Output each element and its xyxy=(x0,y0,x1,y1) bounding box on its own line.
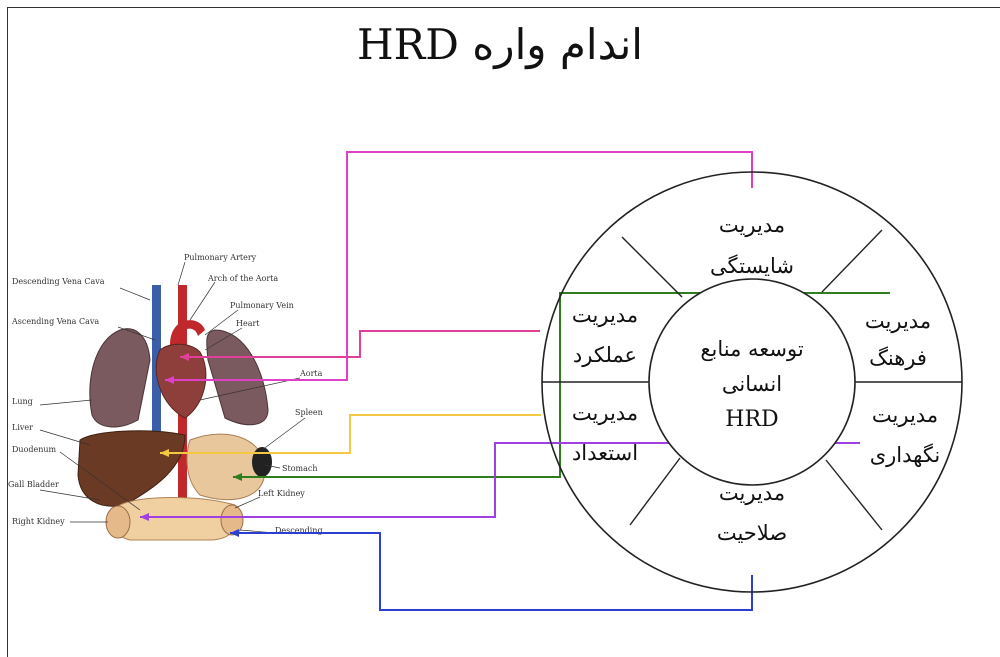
center-line-3: HRD xyxy=(725,407,778,432)
connector-performance xyxy=(180,330,540,358)
segment-talent-line-1: مدیریت xyxy=(572,401,638,426)
segment-performance-line-2: عملکرد xyxy=(573,343,637,368)
label-left-kidney: Left Kidney xyxy=(258,489,305,498)
hrd-wheel: توسعه منابع انسانی HRD مدیریت شایستگی مد… xyxy=(541,171,963,593)
spleen-shape xyxy=(252,447,272,477)
label-pulmonary-vein: Pulmonary Vein xyxy=(230,301,294,310)
anatomy-illustration: Descending Vena Cava Pulmonary Artery Ar… xyxy=(8,253,323,541)
center-line-1: توسعه منابع xyxy=(700,337,804,362)
label-spleen: Spleen xyxy=(295,408,323,417)
segment-qualification-line-2: صلاحیت xyxy=(717,521,787,545)
center-line-2: انسانی xyxy=(722,372,782,396)
label-stomach: Stomach xyxy=(282,464,318,473)
segment-retention-line-1: مدیریت xyxy=(872,403,938,428)
liver-shape xyxy=(77,430,186,507)
connector-competency xyxy=(165,151,753,381)
segment-retention-line-2: نگهداری xyxy=(870,443,941,468)
segment-competency-line-1: مدیریت xyxy=(719,213,785,238)
stomach-shape xyxy=(186,433,266,501)
segment-competency-line-2: شایستگی xyxy=(710,254,794,278)
label-arch-aorta: Arch of the Aorta xyxy=(207,274,278,283)
aortic-arch-shape xyxy=(170,320,205,345)
segment-qualification-line-1: مدیریت xyxy=(719,481,785,506)
label-lung: Lung xyxy=(12,397,33,406)
heart-shape xyxy=(155,343,207,419)
segment-culture-line-2: فرهنگ xyxy=(869,346,927,371)
label-right-kidney: Right Kidney xyxy=(12,517,65,526)
label-aorta: Aorta xyxy=(299,369,323,378)
label-ascending-vena-cava: Ascending Vena Cava xyxy=(11,317,99,326)
segment-talent-line-2: استعداد xyxy=(572,441,638,465)
label-heart: Heart xyxy=(236,319,260,328)
connector-qualification xyxy=(230,532,753,611)
segment-performance-line-1: مدیریت xyxy=(572,303,638,328)
connector-talent xyxy=(160,414,541,454)
segment-culture-line-1: مدیریت xyxy=(865,309,931,334)
right-kidney-shape xyxy=(105,505,131,539)
intestine-shape xyxy=(110,497,240,541)
label-gall-bladder: Gall Bladder xyxy=(8,480,59,489)
right-lung-shape xyxy=(206,329,269,426)
slide-frame xyxy=(7,7,1000,657)
label-descending: Descending xyxy=(275,526,323,535)
left-lung-shape xyxy=(89,328,151,428)
left-kidney-shape xyxy=(220,504,244,536)
inner-circle xyxy=(648,278,856,486)
label-pulmonary-artery: Pulmonary Artery xyxy=(184,253,257,262)
page-title: اندام واره HRD xyxy=(357,20,643,69)
label-duodenum: Duodenum xyxy=(12,445,57,454)
label-descending-vena-cava: Descending Vena Cava xyxy=(12,277,105,286)
label-liver: Liver xyxy=(12,423,33,432)
